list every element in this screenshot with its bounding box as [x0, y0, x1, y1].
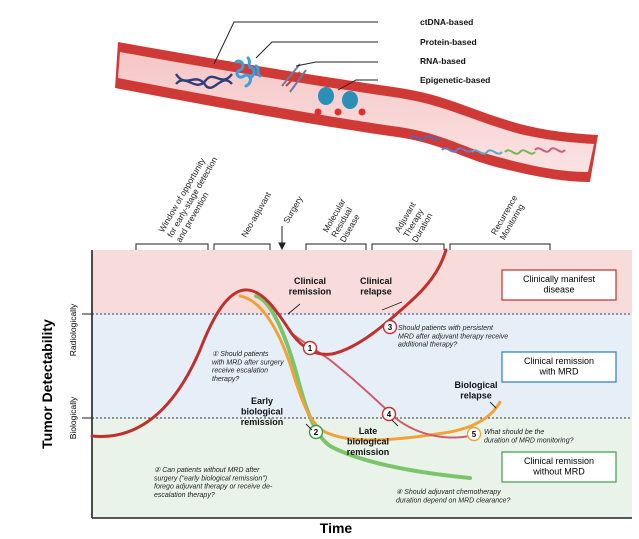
epigenetic-label: Epigenetic-based — [420, 75, 490, 85]
marker-3 — [382, 319, 398, 335]
protein-label: Protein-based — [420, 37, 477, 47]
phase-label-5: RecurrenceMonitoring — [489, 193, 528, 241]
ctdna-label: ctDNA-based — [420, 17, 473, 27]
y-lower-label: Biologically — [68, 396, 78, 439]
marker-5 — [466, 426, 482, 442]
marker-1-number: 1 — [308, 344, 313, 353]
phase-label-0: Window of opportunityfor early-stage det… — [156, 150, 228, 244]
marker-4-number: 4 — [387, 410, 392, 419]
phase-labels: Window of opportunityfor early-stage det… — [156, 150, 528, 244]
marker-2-number: 2 — [314, 428, 319, 437]
biomarker-leader-lines — [213, 21, 378, 91]
phase-brackets — [135, 226, 551, 251]
phase-label-1: Neo-adjuvant — [239, 190, 273, 239]
epigenetic-icon — [314, 76, 366, 116]
manifest-box — [501, 269, 617, 301]
mrd-box — [501, 351, 617, 383]
protein-icon — [234, 56, 262, 88]
marker-5-number: 5 — [472, 430, 477, 439]
phase-label-3: MolecularResidualDisease — [320, 197, 364, 244]
marker-2 — [308, 424, 324, 440]
rna-label: RNA-based — [420, 56, 466, 66]
clinical-relapse-curve — [90, 248, 448, 438]
dna-helix-icon — [174, 73, 233, 89]
biological-relapse-curve — [238, 294, 502, 442]
dna-fragments-icon — [409, 135, 566, 155]
marker-1 — [302, 340, 318, 356]
no-mrd-box — [501, 451, 617, 483]
phase-label-2: Surgery — [281, 194, 305, 225]
x-axis-title: Time — [320, 520, 353, 536]
annotation-arrows — [287, 301, 497, 431]
phase-label-4: AdjuvantTherapyDuration — [392, 200, 435, 244]
axes — [91, 250, 632, 519]
blood-vessel — [115, 42, 598, 182]
y-upper-label: Radiologically — [68, 303, 78, 356]
zones — [92, 250, 632, 518]
marker-4 — [381, 406, 397, 422]
y-axis-title: Tumor Detectability — [39, 319, 55, 449]
rna-icon — [281, 63, 307, 93]
marker-3-number: 3 — [388, 323, 393, 332]
